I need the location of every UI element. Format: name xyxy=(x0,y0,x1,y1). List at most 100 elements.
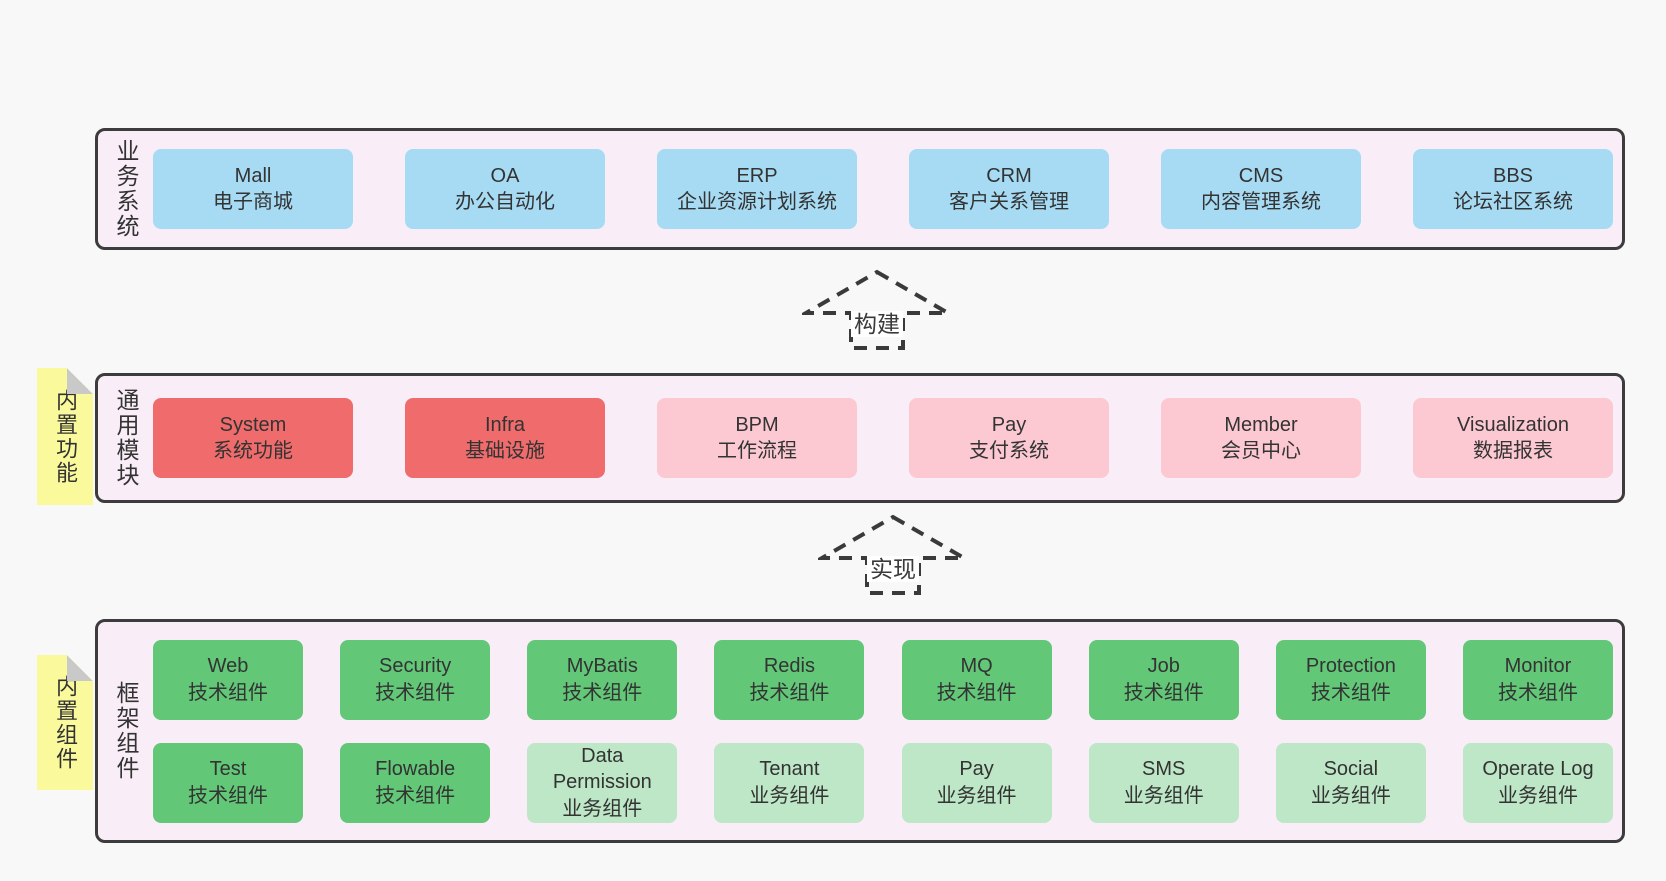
box-subtitle: 技术组件 xyxy=(188,784,268,807)
box-subtitle: 业务组件 xyxy=(936,784,1017,807)
box-title: Protection xyxy=(1305,655,1396,678)
business-systems-rows: Mall 电子商城 OA 办公自动化 ERP 企业资源计划系统 CRM 客户关系… xyxy=(153,131,1613,247)
box-mall: Mall 电子商城 xyxy=(153,149,353,229)
up-arrow-icon xyxy=(802,269,952,350)
box-title: CRM xyxy=(986,164,1032,187)
box-mybatis: MyBatis 技术组件 xyxy=(527,639,678,720)
box-mq: MQ 技术组件 xyxy=(901,639,1052,720)
framework-components-row-2: Test 技术组件 Flowable 技术组件 Data Permission … xyxy=(153,742,1613,823)
box-title: Redis xyxy=(763,655,815,678)
box-subtitle: 业务组件 xyxy=(562,797,643,820)
box-title: BPM xyxy=(735,413,779,436)
folded-corner-icon xyxy=(67,368,93,394)
box-subtitle: 业务组件 xyxy=(1123,784,1204,807)
box-title: Security xyxy=(379,655,452,678)
implement-arrow: 实现 xyxy=(818,513,968,597)
box-subtitle: 客户关系管理 xyxy=(949,191,1069,213)
box-title: Flowable xyxy=(375,758,456,781)
box-subtitle: 技术组件 xyxy=(749,681,830,704)
box-subtitle: 业务组件 xyxy=(1310,784,1391,807)
box-visualization: Visualization 数据报表 xyxy=(1413,398,1613,478)
box-system: System 系统功能 xyxy=(153,398,353,478)
box-title: BBS xyxy=(1492,164,1534,187)
box-title: MQ xyxy=(960,655,993,678)
builtin-components-note: 内置组件 xyxy=(37,655,93,790)
implement-arrow-label: 实现 xyxy=(867,556,919,582)
box-title: Test xyxy=(209,758,247,781)
box-member: Member 会员中心 xyxy=(1161,398,1361,478)
common-modules-row: System 系统功能 Infra 基础设施 BPM 工作流程 Pay 支付系统… xyxy=(153,398,1613,478)
box-cms: CMS 内容管理系统 xyxy=(1161,149,1361,229)
build-arrow-label: 构建 xyxy=(851,311,903,337)
framework-components-label: 框架组件 xyxy=(113,681,139,781)
box-title: Infra xyxy=(484,413,526,436)
box-subtitle: 企业资源计划系统 xyxy=(677,191,837,213)
box-subtitle: 技术组件 xyxy=(375,784,456,807)
common-modules-rows: System 系统功能 Infra 基础设施 BPM 工作流程 Pay 支付系统… xyxy=(153,376,1613,500)
box-title: Member xyxy=(1224,413,1298,436)
box-subtitle: 技术组件 xyxy=(375,681,456,704)
box-oa: OA 办公自动化 xyxy=(405,149,605,229)
box-title: CMS xyxy=(1238,164,1284,187)
box-title: Monitor xyxy=(1504,655,1572,678)
builtin-features-note-label: 内置功能 xyxy=(53,388,78,485)
box-subtitle: 内容管理系统 xyxy=(1201,191,1321,213)
business-systems-row: Mall 电子商城 OA 办公自动化 ERP 企业资源计划系统 CRM 客户关系… xyxy=(153,149,1613,229)
box-bpm: BPM 工作流程 xyxy=(657,398,857,478)
box-job: Job 技术组件 xyxy=(1088,639,1239,720)
box-subtitle: 技术组件 xyxy=(188,681,268,704)
box-subtitle: 技术组件 xyxy=(1497,681,1578,704)
framework-components-rows: Web 技术组件 Security 技术组件 MyBatis 技术组件 Redi… xyxy=(153,622,1613,840)
box-infra: Infra 基础设施 xyxy=(405,398,605,478)
box-subtitle: 办公自动化 xyxy=(455,191,555,213)
box-redis: Redis 技术组件 xyxy=(714,639,865,720)
box-title: Tenant xyxy=(759,758,820,781)
build-arrow: 构建 xyxy=(802,268,952,352)
common-modules-label: 通用模块 xyxy=(113,388,139,488)
box-bbs: BBS 论坛社区系统 xyxy=(1413,149,1613,229)
box-data-permission: Data Permission 业务组件 xyxy=(527,742,678,823)
box-operate-log: Operate Log 业务组件 xyxy=(1462,742,1613,823)
box-subtitle: 数据报表 xyxy=(1473,440,1553,462)
business-systems-container: 业务系统 Mall 电子商城 OA 办公自动化 ERP 企业资源计划系统 CRM… xyxy=(95,128,1625,250)
box-subtitle: 系统功能 xyxy=(213,440,293,462)
box-subtitle: 基础设施 xyxy=(465,440,545,462)
box-subtitle: 电子商城 xyxy=(213,191,293,213)
box-title: System xyxy=(219,413,287,436)
up-arrow-icon xyxy=(818,514,968,595)
box-subtitle: 会员中心 xyxy=(1221,440,1301,462)
folded-corner-icon xyxy=(67,655,93,681)
box-flowable: Flowable 技术组件 xyxy=(340,742,491,823)
box-title: Visualization xyxy=(1457,413,1569,436)
box-pay-module: Pay 支付系统 xyxy=(909,398,1109,478)
box-protection: Protection 技术组件 xyxy=(1275,639,1426,720)
box-subtitle: 业务组件 xyxy=(749,784,830,807)
box-title: Pay xyxy=(959,758,994,781)
builtin-features-note: 内置功能 xyxy=(37,368,93,505)
box-sms: SMS 业务组件 xyxy=(1088,742,1239,823)
builtin-components-note-label: 内置组件 xyxy=(53,674,78,771)
box-title: Social xyxy=(1323,758,1379,781)
box-erp: ERP 企业资源计划系统 xyxy=(657,149,857,229)
box-title: Job xyxy=(1147,655,1180,678)
box-title: MyBatis xyxy=(566,655,638,678)
box-web: Web 技术组件 xyxy=(153,639,303,720)
box-crm: CRM 客户关系管理 xyxy=(909,149,1109,229)
box-test: Test 技术组件 xyxy=(153,742,303,823)
box-subtitle: 技术组件 xyxy=(1123,681,1204,704)
box-title: Mall xyxy=(234,164,272,187)
framework-components-container: 框架组件 Web 技术组件 Security 技术组件 MyBatis 技术组件… xyxy=(95,619,1625,843)
box-subtitle: 业务组件 xyxy=(1497,784,1578,807)
box-subtitle: 技术组件 xyxy=(562,681,643,704)
box-security: Security 技术组件 xyxy=(340,639,491,720)
business-systems-label: 业务系统 xyxy=(113,139,139,239)
box-subtitle: 技术组件 xyxy=(936,681,1017,704)
box-social: Social 业务组件 xyxy=(1275,742,1426,823)
box-pay-component: Pay 业务组件 xyxy=(901,742,1052,823)
common-modules-container: 通用模块 System 系统功能 Infra 基础设施 BPM 工作流程 Pay… xyxy=(95,373,1625,503)
box-subtitle: 论坛社区系统 xyxy=(1453,191,1573,213)
box-title: ERP xyxy=(736,164,778,187)
box-title: Data Permission xyxy=(552,744,652,794)
box-title: OA xyxy=(490,164,520,187)
box-title: Pay xyxy=(991,413,1027,436)
